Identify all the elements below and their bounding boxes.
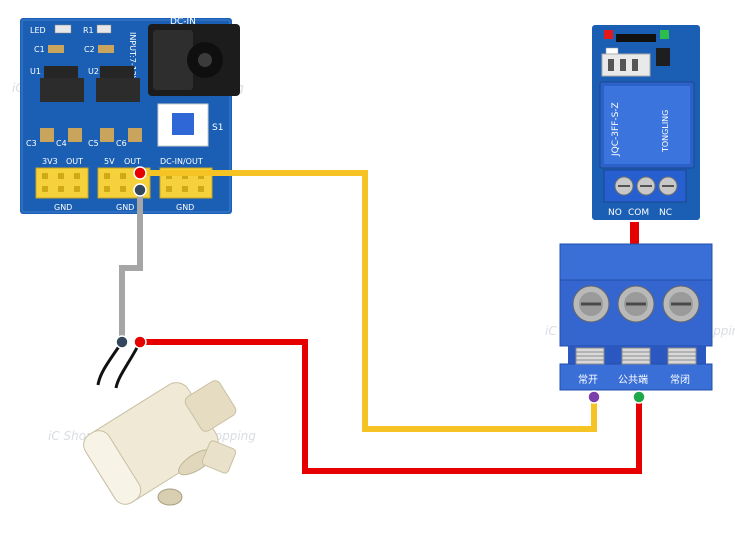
gnd-label: GND <box>116 203 134 212</box>
normally-closed-label: 常闭 <box>670 373 690 386</box>
common-label: 公共端 <box>618 373 648 386</box>
terminal-block: 常开 公共端 常闭 <box>559 243 713 391</box>
relay-no-label: NO <box>608 208 622 218</box>
input-voltage-label: INPUT:7-12V <box>128 32 137 82</box>
com-terminal-dot <box>632 390 646 404</box>
c3-component <box>40 128 54 142</box>
board-positive-dot <box>133 166 147 180</box>
terminal-screw <box>617 285 655 323</box>
pump-outlet <box>201 440 237 474</box>
dc-in-label: DC-IN <box>170 17 196 27</box>
relay-nc-label: NC <box>659 208 672 218</box>
c2-label: C2 <box>84 45 95 54</box>
c3-label: C3 <box>26 139 37 148</box>
signal-wire <box>140 170 597 432</box>
terminal-screw <box>572 285 610 323</box>
r1-component <box>96 24 112 34</box>
out-5v-out-label: OUT <box>124 157 141 166</box>
u1-label: U1 <box>30 67 41 76</box>
c1-label: C1 <box>34 45 45 54</box>
gnd-label: GND <box>54 203 72 212</box>
relay-brand-label: TONGLING <box>661 110 670 153</box>
led-label: LED <box>30 26 46 35</box>
out-3v3-out-label: OUT <box>66 157 83 166</box>
c4-component <box>68 128 82 142</box>
c6-component <box>128 128 142 142</box>
board-ground-dot <box>133 183 147 197</box>
u1-regulator <box>44 66 78 78</box>
relay-model-label: JQC-3FF-S-Z <box>611 102 621 157</box>
pump-inlet <box>157 488 183 506</box>
positive-wire <box>140 339 642 474</box>
relay-com-label: COM <box>628 208 649 218</box>
c1-component <box>48 45 64 53</box>
normally-open-label: 常开 <box>578 373 598 386</box>
c4-label: C4 <box>56 139 67 148</box>
s1-label: S1 <box>212 123 223 133</box>
header-3v3 <box>35 167 89 199</box>
c2-component <box>98 45 114 53</box>
power-supply-board: DC-IN LED R1 INPUT:7-12V C1 C2 U1 U2 S1 … <box>20 17 240 214</box>
led-component <box>54 24 72 34</box>
no-terminal-dot <box>587 390 601 404</box>
c6-label: C6 <box>116 139 127 148</box>
out-dc-label: DC-IN/OUT <box>160 157 203 166</box>
green-led <box>660 30 669 39</box>
out-5v-label: 5V <box>104 157 115 166</box>
terminal-screw <box>662 285 700 323</box>
relay-module: JQC-3FF-S-Z TONGLING NO COM NC <box>592 25 700 220</box>
u2-regulator <box>100 66 134 78</box>
pump-ground-dot <box>115 335 129 349</box>
out-3v3-label: 3V3 <box>42 157 58 166</box>
jumper <box>616 34 656 42</box>
r1-label: R1 <box>83 26 94 35</box>
gnd-label: GND <box>176 203 194 212</box>
ground-wire <box>119 188 143 342</box>
u2-label: U2 <box>88 67 99 76</box>
c5-label: C5 <box>88 139 99 148</box>
c5-component <box>100 128 114 142</box>
red-led <box>604 30 613 39</box>
pump-positive-dot <box>133 335 147 349</box>
